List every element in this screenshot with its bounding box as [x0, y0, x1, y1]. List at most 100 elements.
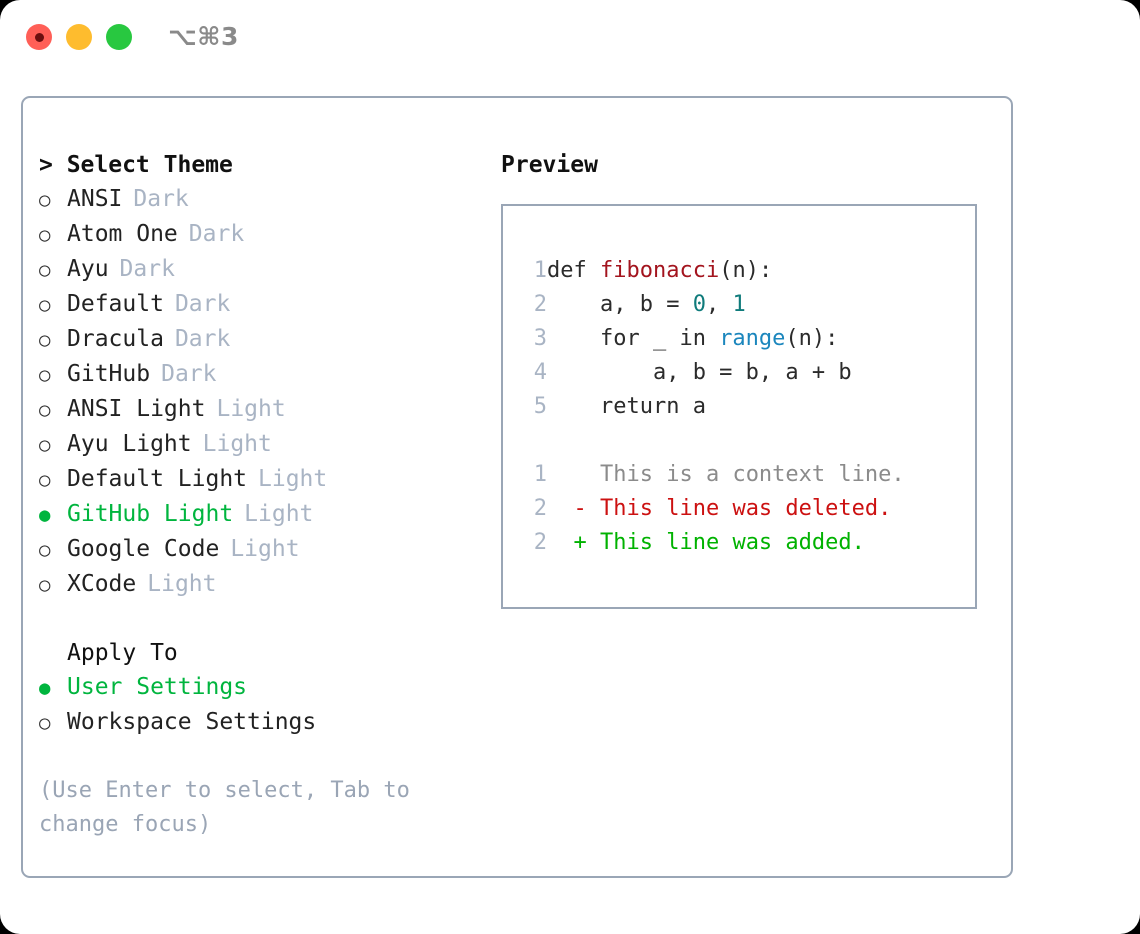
diff-text: This line was added.	[586, 530, 865, 555]
theme-variant-tag: Dark	[119, 256, 175, 282]
theme-variant-tag: Light	[202, 431, 272, 457]
line-number: 2	[533, 292, 547, 317]
theme-option-xcode[interactable]: ○ XCode Light	[39, 567, 489, 602]
code-line: 5 return a	[521, 390, 975, 424]
traffic-lights	[26, 24, 132, 50]
theme-option-default[interactable]: ○ Default Dark	[39, 287, 489, 322]
theme-option-label: Ayu Light	[67, 431, 192, 457]
maximize-button-icon[interactable]	[106, 24, 132, 50]
minimize-button-icon[interactable]	[66, 24, 92, 50]
theme-variant-tag: Light	[216, 396, 286, 422]
keyboard-shortcut-label: ⌥⌘3	[168, 22, 239, 51]
line-number: 4	[533, 360, 547, 385]
apply-to-option-label: User Settings	[67, 674, 248, 700]
code-token-plain: (n):	[785, 326, 839, 351]
theme-option-label: Google Code	[67, 536, 220, 562]
apply-to-option-user-settings[interactable]: ● User Settings	[39, 670, 489, 705]
code-token-num: 0	[692, 292, 706, 317]
theme-option-default-light[interactable]: ○ Default Light Light	[39, 462, 489, 497]
theme-variant-tag: Dark	[174, 291, 231, 317]
radio-unselected-icon: ○	[39, 294, 51, 316]
theme-option-ayu-light[interactable]: ○ Ayu Light Light	[39, 427, 489, 462]
radio-unselected-icon: ○	[39, 469, 51, 491]
theme-option-label: Ayu	[67, 256, 109, 282]
code-line: 1def fibonacci(n):	[521, 254, 975, 288]
apply-to-heading: Apply To	[67, 640, 178, 666]
code-line: 3 for _ in range(n):	[521, 322, 975, 356]
code-line: 4 a, b = b, a + b	[521, 356, 975, 390]
line-number: 2	[533, 530, 547, 555]
code-token-plain: for _ in	[547, 326, 720, 351]
theme-option-label: Default	[67, 291, 164, 317]
theme-variant-tag: Light	[244, 501, 314, 527]
diff-sample: 1 This is a context line.2 - This line w…	[521, 458, 975, 560]
theme-variant-tag: Light	[147, 571, 217, 597]
line-number: 3	[533, 326, 547, 351]
code-token-plain: a, b = b, a + b	[547, 360, 852, 385]
diff-text: This line was deleted.	[586, 496, 892, 521]
diff-marker: -	[547, 496, 587, 521]
diff-line-added: 2 + This line was added.	[521, 526, 975, 560]
radio-unselected-icon: ○	[39, 329, 51, 351]
theme-option-ansi[interactable]: ○ ANSI Dark	[39, 182, 489, 217]
theme-option-label: ANSI	[67, 186, 123, 212]
keyboard-hint-text: (Use Enter to select, Tab to change focu…	[39, 778, 410, 837]
theme-variant-tag: Dark	[161, 361, 217, 387]
diff-text: This is a context line.	[586, 462, 905, 487]
theme-option-github[interactable]: ○ GitHub Dark	[39, 357, 489, 392]
code-token-num: 1	[732, 292, 746, 317]
code-diff-spacer	[521, 424, 975, 458]
code-token-call: range	[719, 326, 786, 351]
theme-option-label: ANSI Light	[67, 396, 206, 422]
select-theme-heading: > Select Theme	[39, 152, 233, 178]
apply-to-option-workspace-settings[interactable]: ○ Workspace Settings	[39, 705, 489, 740]
code-token-plain: def	[547, 258, 600, 283]
apply-to-list: ● User Settings ○ Workspace Settings	[39, 670, 489, 740]
theme-option-label: Default Light	[67, 466, 248, 492]
theme-variant-tag: Light	[230, 536, 300, 562]
radio-unselected-icon: ○	[39, 224, 51, 246]
theme-option-ayu[interactable]: ○ Ayu Dark	[39, 252, 489, 287]
theme-option-label: GitHub	[67, 361, 151, 387]
radio-unselected-icon: ○	[39, 712, 51, 734]
diff-line-deleted: 2 - This line was deleted.	[521, 492, 975, 526]
code-token-plain: (n):	[719, 258, 773, 283]
theme-option-dracula[interactable]: ○ Dracula Dark	[39, 322, 489, 357]
theme-option-ansi-light[interactable]: ○ ANSI Light Light	[39, 392, 489, 427]
radio-unselected-icon: ○	[39, 259, 51, 281]
theme-option-label: GitHub Light	[67, 501, 234, 527]
theme-variant-tag: Dark	[133, 186, 189, 212]
code-token-plain: a, b =	[547, 292, 693, 317]
theme-option-label: XCode	[67, 571, 137, 597]
diff-line-context: 1 This is a context line.	[521, 458, 975, 492]
radio-selected-icon: ●	[39, 677, 51, 699]
theme-option-github-light[interactable]: ● GitHub Light Light	[39, 497, 489, 532]
line-number: 1	[533, 258, 547, 283]
close-button-icon[interactable]	[26, 24, 52, 50]
radio-unselected-icon: ○	[39, 189, 51, 211]
theme-option-label: Dracula	[67, 326, 164, 352]
code-token-fn: fibonacci	[599, 258, 720, 283]
preview-heading: Preview	[501, 152, 598, 178]
theme-variant-tag: Dark	[174, 326, 231, 352]
radio-unselected-icon: ○	[39, 434, 51, 456]
radio-unselected-icon: ○	[39, 574, 51, 596]
theme-variant-tag: Light	[258, 466, 328, 492]
code-token-plain: return a	[547, 394, 706, 419]
radio-unselected-icon: ○	[39, 364, 51, 386]
title-bar: ⌥⌘3	[0, 0, 1140, 78]
line-number: 2	[533, 496, 547, 521]
diff-marker: +	[547, 530, 587, 555]
radio-selected-icon: ●	[39, 504, 51, 526]
apply-to-option-label: Workspace Settings	[67, 709, 317, 735]
radio-unselected-icon: ○	[39, 399, 51, 421]
diff-marker	[547, 462, 587, 487]
